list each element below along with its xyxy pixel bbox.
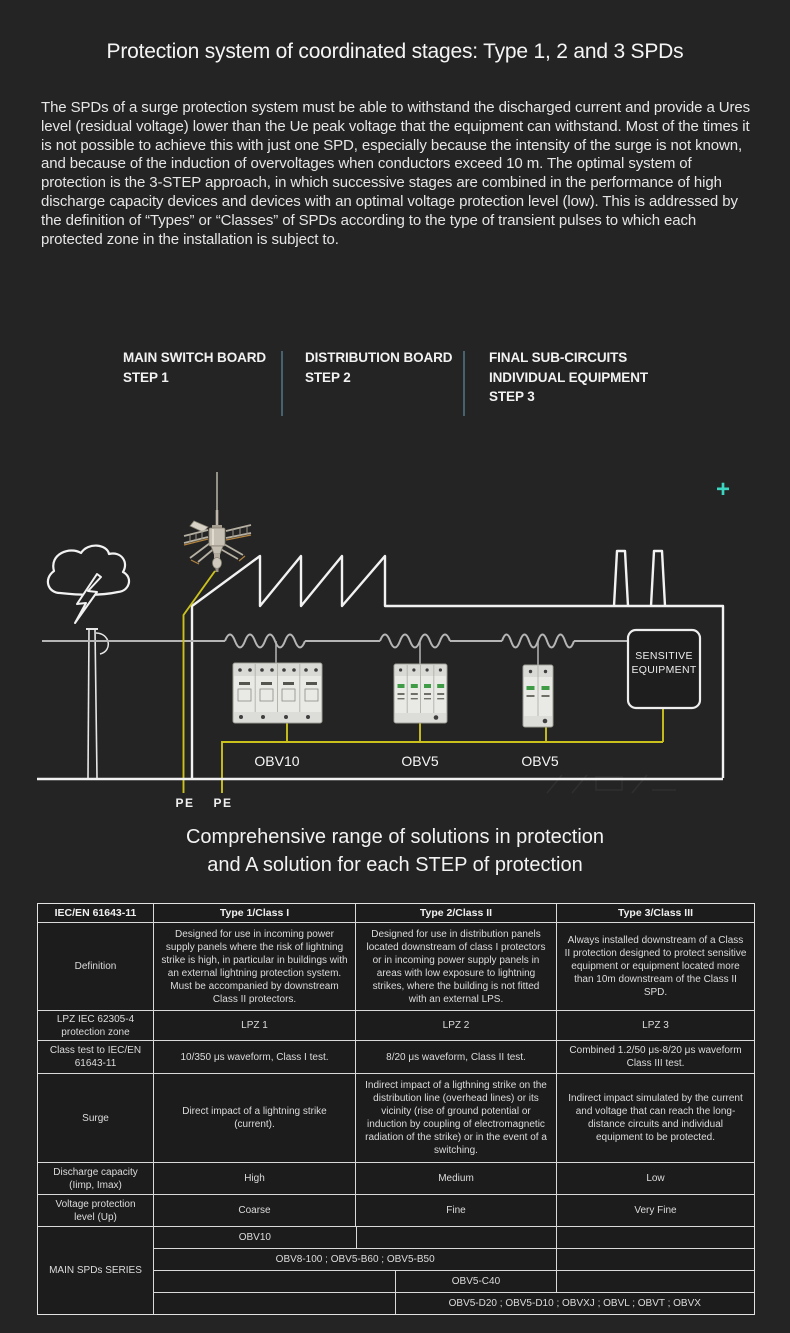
step2-board-label: DISTRIBUTION BOARD (305, 350, 453, 365)
row-label: Definition (74, 961, 117, 972)
device-label-obv5-a: OBV5 (401, 753, 439, 769)
table-header-row: IEC/EN 61643-11 Type 1/Class I Type 2/Cl… (38, 904, 754, 922)
step-column-2: DISTRIBUTION BOARD STEP 2 (305, 348, 453, 387)
spec-cell: 8/20 μs waveform, Class II test. (355, 1041, 556, 1073)
inductor-squiggle (379, 633, 451, 649)
table-row-surge: Surge Direct impact of a lightning strik… (38, 1073, 754, 1162)
lightning-bolt-icon (74, 573, 102, 624)
series-grid: OBV10 OBV8-100 ; OBV5-B60 ; OBV5-B50 OBV… (153, 1227, 754, 1314)
series-cell: OBV5-D20 ; OBV5-D10 ; OBVXJ ; OBVL ; OBV… (394, 1293, 754, 1314)
air-terminal-icon (183, 472, 252, 572)
step3-board-label-line2: INDIVIDUAL EQUIPMENT (489, 369, 649, 385)
series-row-2: OBV8-100 ; OBV5-B60 ; OBV5-B50 (154, 1248, 754, 1270)
intro-paragraph: The SPDs of a surge protection system mu… (41, 99, 751, 248)
series-cell: OBV5-C40 (394, 1271, 557, 1292)
section-subtitle-line2: and A solution for each STEP of protecti… (207, 854, 583, 876)
rod-earth-wire (182, 570, 216, 793)
section-subtitle-line1: Comprehensive range of solutions in prot… (185, 826, 605, 848)
spec-cell: LPZ 3 (556, 1011, 754, 1040)
earth-wires (182, 570, 664, 793)
series-cell (154, 1271, 395, 1292)
row-label: LPZ IEC 62305-4 protection zone (56, 1013, 135, 1038)
row-label: Class test to IEC/EN 61643-11 (49, 1045, 142, 1069)
spd-comparison-table: IEC/EN 61643-11 Type 1/Class I Type 2/Cl… (37, 903, 755, 1315)
series-cell: OBV10 (238, 1232, 271, 1243)
spec-cell: Designed for use in distribution panels … (355, 923, 556, 1010)
row-label: MAIN SPDs SERIES (49, 1265, 142, 1276)
page-title: Protection system of coordinated stages:… (106, 40, 684, 63)
chimney-icon (649, 549, 667, 607)
spec-cell: High (153, 1163, 355, 1194)
inductor-squiggle (224, 633, 306, 649)
spd-device-obv5-b (522, 664, 554, 728)
spec-cell: Indirect impact simulated by the current… (556, 1074, 754, 1162)
spec-cell: Always installed downstream of a Class I… (556, 923, 754, 1010)
cloud-outline (46, 544, 131, 596)
sensitive-equipment-box: SENSITIVE EQUIPMENT (626, 628, 702, 710)
pe-label-2: PE (213, 796, 232, 810)
series-cell (154, 1293, 395, 1314)
step2-number: STEP 2 (305, 369, 351, 385)
series-cell (556, 1271, 754, 1292)
spec-cell: LPZ 1 (153, 1011, 355, 1040)
sensitive-equipment-label-line1: SENSITIVE (635, 650, 693, 662)
step-divider-1 (281, 351, 283, 416)
earth-bus (221, 741, 663, 793)
sensitive-equipment-label-line2: EQUIPMENT (631, 664, 696, 676)
step-column-1: MAIN SWITCH BOARD STEP 1 (123, 348, 266, 387)
step-column-3: FINAL SUB-CIRCUITS INDIVIDUAL EQUIPMENT … (489, 348, 648, 407)
protection-diagram: + (37, 472, 730, 810)
table-row-definition: Definition Designed for use in incoming … (38, 922, 754, 1010)
table-row-class-test: Class test to IEC/EN 61643-11 10/350 μs … (38, 1040, 754, 1073)
series-cell (556, 1249, 754, 1270)
watermark-decor (546, 774, 676, 794)
spec-cell: Low (556, 1163, 754, 1194)
series-row-3: OBV5-C40 (154, 1270, 754, 1292)
steps-strip: MAIN SWITCH BOARD STEP 1 DISTRIBUTION BO… (0, 345, 790, 425)
spec-cell: LPZ 2 (355, 1011, 556, 1040)
spec-cell: Indirect impact of a ligthning strike on… (355, 1074, 556, 1162)
step3-board-label-line1: FINAL SUB-CIRCUITS (489, 350, 628, 365)
chimney-icon (612, 549, 630, 607)
series-row-1: OBV10 (154, 1227, 754, 1248)
row-label: Discharge capacity (Iimp, Imax) (53, 1166, 138, 1191)
header-standard: IEC/EN 61643-11 (54, 906, 137, 919)
spec-cell: Combined 1.2/50 μs-8/20 μs waveform Clas… (556, 1041, 754, 1073)
series-cell: OBV8-100 ; OBV5-B60 ; OBV5-B50 (275, 1254, 435, 1265)
spec-cell: Direct impact of a lightning strike (cur… (153, 1074, 355, 1162)
device-label-obv10: OBV10 (254, 753, 299, 769)
spec-cell: Designed for use in incoming power suppl… (153, 923, 355, 1010)
series-row-4: OBV5-D20 ; OBV5-D10 ; OBVXJ ; OBVL ; OBV… (154, 1292, 754, 1314)
series-cell (556, 1227, 754, 1248)
step1-board-label: MAIN SWITCH BOARD (123, 350, 267, 365)
pe-label-1: PE (175, 796, 194, 810)
header-type3: Type 3/Class III (556, 904, 754, 922)
spec-cell: 10/350 μs waveform, Class I test. (153, 1041, 355, 1073)
spec-cell: Fine (355, 1195, 556, 1226)
power-line (42, 633, 628, 665)
header-type1: Type 1/Class I (153, 904, 355, 922)
table-row-lpz: LPZ IEC 62305-4 protection zone LPZ 1 LP… (38, 1010, 754, 1040)
row-label: Surge (82, 1112, 109, 1124)
utility-pole (86, 628, 109, 779)
spec-cell: Very Fine (556, 1195, 754, 1226)
device-label-obv5-b: OBV5 (521, 753, 559, 769)
step1-number: STEP 1 (123, 369, 169, 385)
table-row-series: MAIN SPDs SERIES OBV10 OBV8-100 ; OBV5-B… (38, 1226, 754, 1314)
spd-device-obv5-a (393, 663, 448, 724)
spec-cell: Medium (355, 1163, 556, 1194)
series-cell (355, 1227, 557, 1248)
step-divider-2 (463, 351, 465, 416)
header-type2: Type 2/Class II (355, 904, 556, 922)
spec-cell: Coarse (153, 1195, 355, 1226)
storm-cloud-icon (46, 544, 131, 624)
plus-icon[interactable]: + (716, 476, 730, 503)
step3-number: STEP 3 (489, 389, 535, 404)
table-row-voltage: Voltage protection level (Up) Coarse Fin… (38, 1194, 754, 1226)
table-row-discharge: Discharge capacity (Iimp, Imax) High Med… (38, 1162, 754, 1194)
factory-outline (190, 549, 725, 778)
row-label: Voltage protection level (Up) (55, 1198, 136, 1223)
spd-device-obv10 (232, 662, 323, 724)
